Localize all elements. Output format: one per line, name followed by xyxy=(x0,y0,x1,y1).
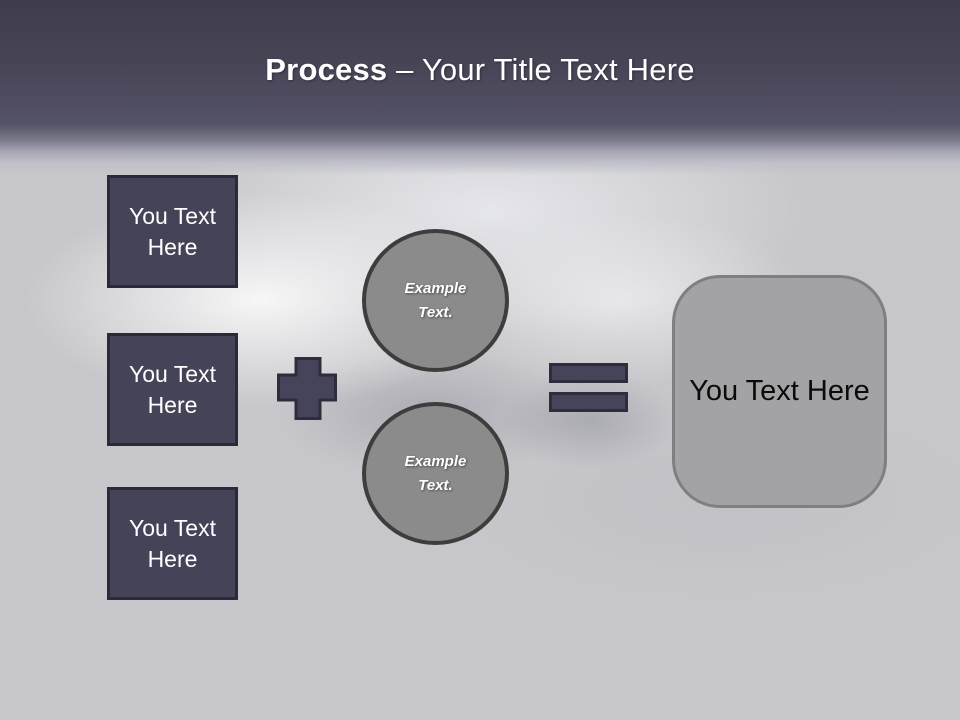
input-box-2[interactable]: You Text Here xyxy=(107,333,238,446)
example-circle-1-label: Example Text. xyxy=(404,279,467,321)
input-box-3[interactable]: You Text Here xyxy=(107,487,238,600)
equals-icon xyxy=(549,363,628,412)
result-box-label: You Text Here xyxy=(689,375,870,407)
example-circle-2-label: Example Text. xyxy=(404,452,467,494)
page-title-rest: – Your Title Text Here xyxy=(396,52,695,87)
input-box-1-label: You Text Here xyxy=(129,202,216,260)
input-box-1[interactable]: You Text Here xyxy=(107,175,238,288)
input-box-2-label: You Text Here xyxy=(129,360,216,418)
example-circle-2[interactable]: Example Text. xyxy=(362,402,509,545)
result-box[interactable]: You Text Here xyxy=(672,275,887,508)
header-band xyxy=(0,0,960,175)
page-title: Process – Your Title Text Here xyxy=(0,52,960,88)
example-circle-1[interactable]: Example Text. xyxy=(362,229,509,372)
plus-icon xyxy=(277,357,337,420)
page-title-emphasis: Process xyxy=(265,52,388,87)
input-box-3-label: You Text Here xyxy=(129,514,216,572)
